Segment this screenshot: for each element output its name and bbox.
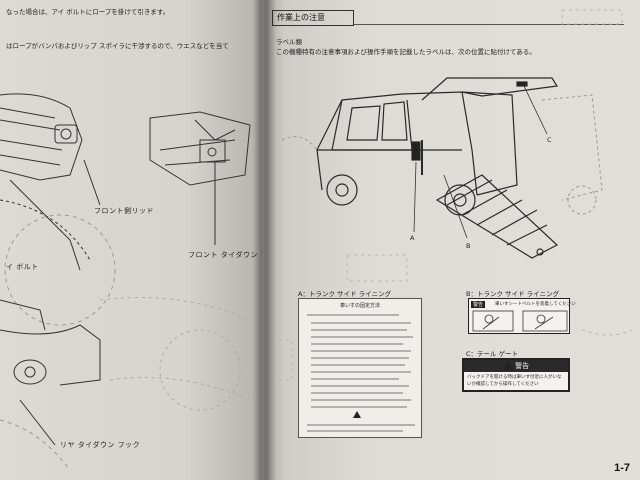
label-front-lid: フロント側リッド	[94, 207, 154, 215]
label-a-title: 車いすの固定方法	[339, 303, 380, 309]
label-a-panel: 車いすの固定方法	[298, 298, 422, 438]
caption-a: A：トランク サイド ライニング	[298, 290, 392, 298]
left-top-text-2: はロープがバンパおよびリップ スポイラに干渉するので、ウエスなどを当て	[6, 42, 229, 50]
book-gutter	[254, 0, 276, 480]
seatbelt-pictogram	[472, 310, 568, 332]
section-title-box: 作業上の注意	[272, 10, 354, 26]
page-number: 1-7	[614, 462, 630, 474]
subheading-labels: ラベル類	[276, 38, 302, 46]
label-front-tie-down-hook: フロント タイダウン フック	[188, 251, 262, 259]
warning-c-header: 警告	[464, 360, 568, 372]
warning-triangle-icon	[502, 362, 513, 370]
warning-label-c: 警告 バックドアを開ける時は車いす付近に人がいないか確認してから操作してください	[462, 358, 570, 392]
front-bumper-illustration	[0, 93, 251, 471]
left-page: なった場合は、アイ ボルトにロープを掛けて引きます。 はロープがバンパおよびリッ…	[0, 0, 262, 480]
section-header-rule	[354, 24, 624, 25]
left-top-text: なった場合は、アイ ボルトにロープを掛けて引きます。	[6, 8, 170, 16]
warning-b-text: 車いすシートベルトを装着してください	[495, 302, 576, 307]
warning-c-text: バックドアを開ける時は車いす付近に人がいないか確認してから操作してください	[467, 375, 562, 387]
callout-a: A	[410, 234, 415, 242]
right-page: 作業上の注意 ラベル類 この機種特有の注意事項および操作手順を記載したラベルは、…	[262, 0, 640, 480]
label-rear-tie-down-hook: リヤ タイダウン フック	[60, 441, 141, 449]
section-title: 作業上の注意	[277, 13, 325, 22]
callout-b: B	[466, 242, 471, 250]
label-a-text-lines	[307, 314, 415, 432]
callout-c: C	[547, 136, 552, 144]
bleed-through-marks	[271, 9, 633, 381]
label-eye-bolt: イ ボルト	[6, 263, 39, 271]
warning-c-word: 警告	[515, 362, 530, 370]
van-illustration	[281, 77, 603, 259]
warning-label-b: 警告 車いすシートベルトを装着してください	[468, 298, 576, 334]
intro-text: この機種特有の注意事項および操作手順を記載したラベルは、次の位置に貼付けてある。	[276, 48, 536, 56]
warning-b-word: 警告	[471, 301, 486, 308]
caption-c: C：テール ゲート	[466, 350, 519, 358]
caption-b: B：トランク サイド ライニング	[466, 290, 560, 298]
